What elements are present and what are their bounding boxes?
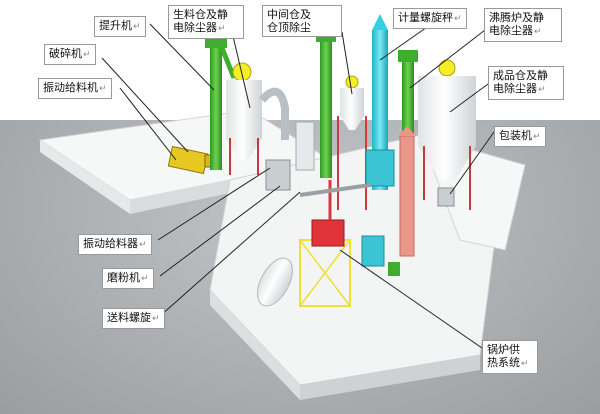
return-mark-icon: ↵ [152, 314, 160, 324]
label-raw-bin: 生料仓及静 电除尘器↵ [168, 5, 244, 39]
label-boiler-line2: 热系统 [487, 356, 520, 369]
label-vibrating-feeder-mid-text: 振动给料器 [83, 237, 138, 250]
elevator-1-chute [219, 47, 237, 79]
leader-crusher [101, 57, 189, 153]
label-mid-bin: 中间仓及 仓顶除尘 [262, 5, 342, 37]
label-boiling-line2: 电除尘器 [489, 24, 533, 37]
label-product-bin: 成品仓及静 电除尘器↵ [488, 66, 564, 100]
label-vibrating-feeder-mid: 振动给料器↵ [78, 234, 152, 255]
label-product-line2: 电除尘器 [493, 82, 537, 95]
raw-silo-top [232, 62, 252, 82]
mill-body [265, 159, 291, 191]
boiler-tank [257, 257, 293, 307]
leader-boiler [339, 249, 483, 349]
leader-screw [159, 191, 301, 317]
elevator-2 [320, 38, 332, 178]
leader-mill [159, 185, 281, 277]
return-mark-icon: ↵ [454, 14, 462, 24]
leader-packer [449, 131, 495, 195]
label-screw-conveyor-text: 送料螺旋 [107, 311, 151, 324]
return-mark-icon: ↵ [538, 85, 546, 95]
mid-silo-cone [340, 116, 364, 130]
label-crusher-text: 破碎机 [49, 47, 82, 60]
leader-lines [101, 17, 495, 349]
leader-boiling [409, 29, 486, 89]
cyan-tower-top [372, 14, 388, 30]
return-mark-icon: ↵ [99, 84, 107, 94]
product-silo-body [418, 76, 476, 146]
dust-cabinet [295, 121, 315, 171]
mid-silo-top [345, 75, 359, 89]
return-mark-icon: ↵ [141, 274, 149, 284]
label-elevator: 提升机↵ [94, 16, 146, 37]
salmon-duct-top [398, 126, 416, 136]
product-silo-cone [418, 146, 476, 180]
leader-elevator [149, 23, 215, 91]
return-mark-icon: ↵ [139, 240, 147, 250]
label-vibrating-feeder-top: 振动给料机↵ [38, 78, 112, 99]
return-mark-icon: ↵ [533, 132, 541, 142]
packer-machine [437, 187, 455, 207]
label-boiler-line1: 锅炉供 [487, 343, 520, 356]
elevator-3-head [398, 50, 418, 62]
return-mark-icon: ↵ [218, 24, 226, 34]
return-mark-icon: ↵ [83, 50, 91, 60]
feed-pipe [299, 183, 371, 197]
salmon-duct [399, 135, 415, 257]
label-mid-bin-line1: 中间仓及 [267, 8, 311, 21]
label-mid-bin-line2: 仓顶除尘 [267, 21, 311, 34]
leader-mid-bin [341, 31, 353, 95]
leader-vibrating-mid [157, 167, 271, 241]
label-raw-bin-line1: 生料仓及静 [173, 8, 228, 21]
return-mark-icon: ↵ [534, 27, 542, 37]
cyan-tower-base [365, 149, 395, 187]
label-mill: 磨粉机↵ [102, 268, 154, 289]
label-crusher: 破碎机↵ [44, 44, 96, 65]
product-silo-top [438, 59, 456, 77]
label-mill-text: 磨粉机 [107, 271, 140, 284]
platform-main-side [300, 355, 480, 400]
label-raw-bin-line2: 电除尘器 [173, 21, 217, 34]
return-mark-icon: ↵ [133, 22, 141, 32]
boiler-green-unit [388, 262, 400, 276]
raw-silo-body [226, 80, 262, 138]
label-elevator-text: 提升机 [99, 19, 132, 32]
label-boiler-system: 锅炉供 热系统↵ [482, 340, 538, 374]
platform-left-front [40, 140, 130, 214]
boiler-red-unit [311, 219, 345, 247]
boiler-cyan-unit [361, 235, 385, 267]
platform-main-front [210, 290, 300, 400]
elevator-1 [210, 42, 222, 170]
leader-raw-bin [231, 31, 251, 109]
label-vibrating-feeder-top-text: 振动给料机 [43, 81, 98, 94]
cyclone-duct [259, 87, 289, 140]
return-mark-icon: ↵ [521, 359, 529, 369]
label-metering-screw: 计量螺旋秤↵ [393, 8, 467, 29]
label-metering-screw-text: 计量螺旋秤 [398, 11, 453, 24]
label-packer: 包装机↵ [494, 126, 546, 147]
label-screw-conveyor: 送料螺旋↵ [102, 308, 165, 329]
label-product-line1: 成品仓及静 [493, 69, 548, 82]
raw-silo-cone [226, 138, 262, 160]
leader-vibrating-top [119, 87, 177, 161]
label-packer-text: 包装机 [499, 129, 532, 142]
label-boiling-furnace: 沸腾炉及静 电除尘器↵ [484, 8, 562, 42]
label-boiling-line1: 沸腾炉及静 [489, 11, 544, 24]
leader-product [449, 83, 489, 113]
